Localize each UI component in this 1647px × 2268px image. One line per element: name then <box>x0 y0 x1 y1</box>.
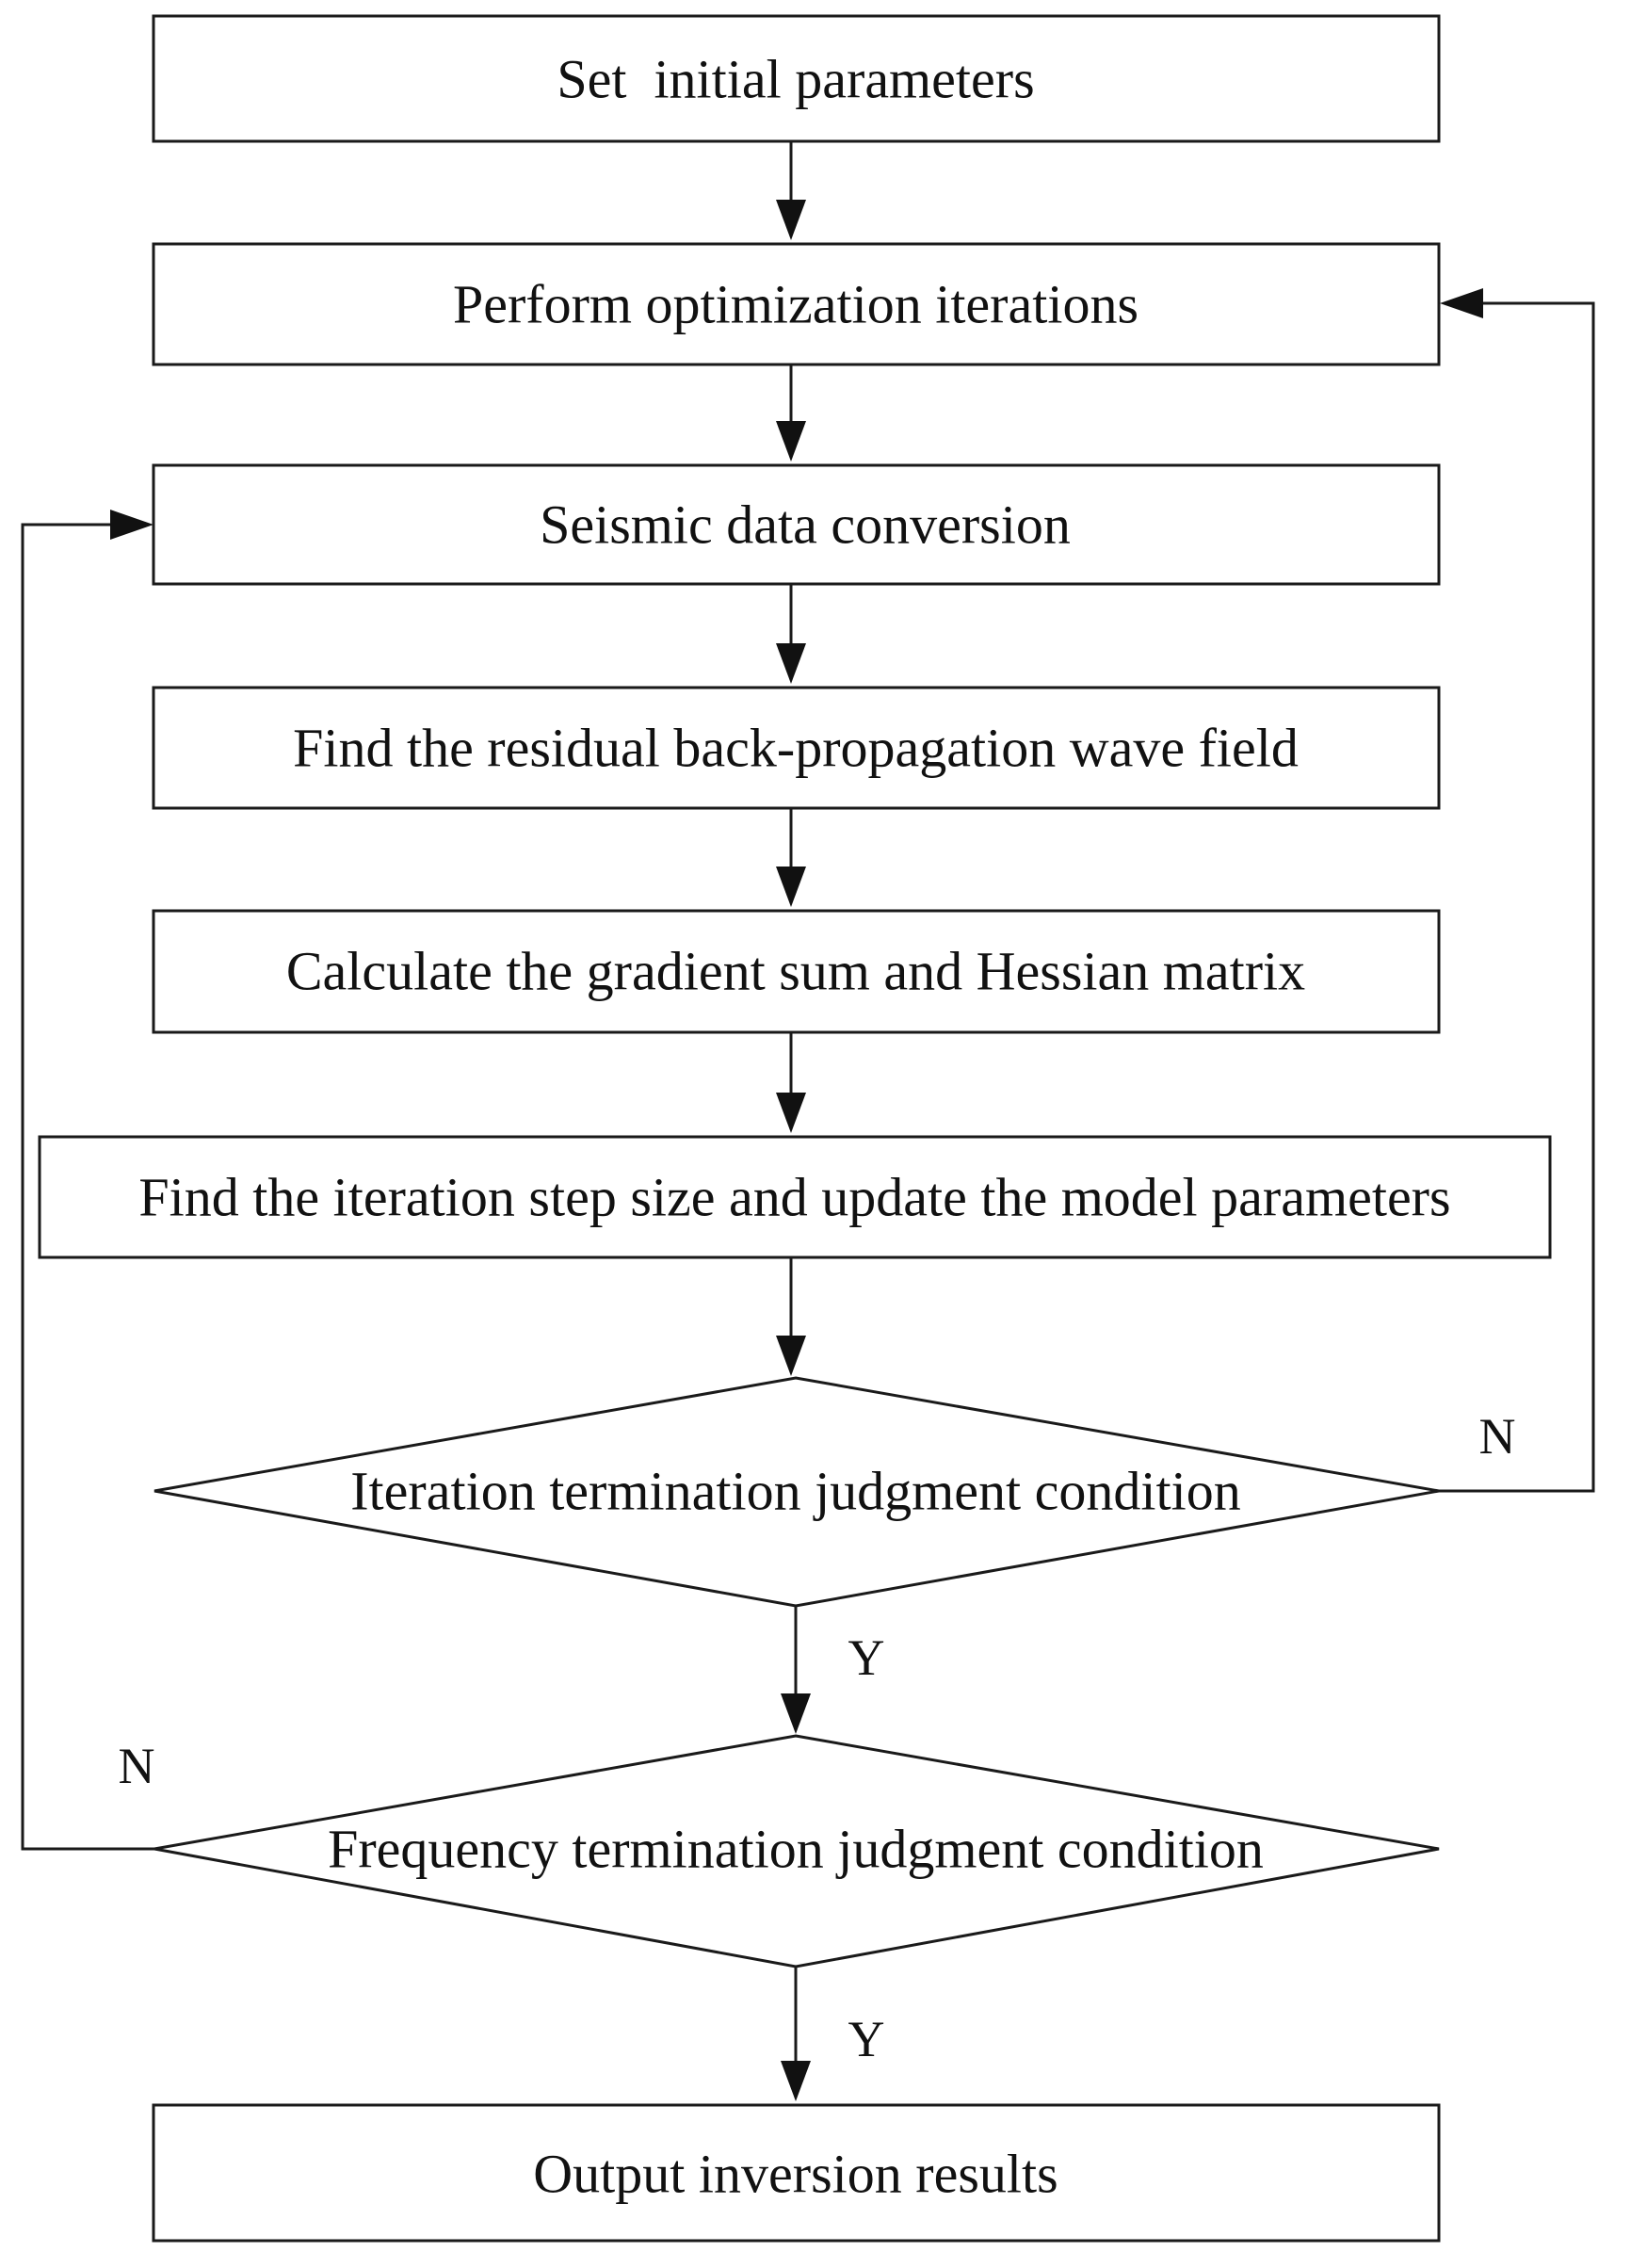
arrowhead-iter-judge <box>776 1336 806 1376</box>
node-output: Output inversion results <box>152 2103 1441 2243</box>
box-step-update <box>38 1135 1552 1259</box>
node-residual-field: Find the residual back-propagation wave … <box>152 686 1441 810</box>
edge-label-freq-yes: Y <box>848 2011 885 2067</box>
arrowhead-residual <box>776 643 806 684</box>
label-iter-judge: Iteration termination judgment condition <box>350 1461 1241 1522</box>
label-gradient-hessian: Calculate the gradient sum and Hessian m… <box>286 941 1305 1002</box>
arrowhead-step <box>776 1093 806 1133</box>
node-seismic-conv: Seismic data conversion <box>152 463 1441 586</box>
label-output: Output inversion results <box>533 2144 1058 2205</box>
label-seismic-conv: Seismic data conversion <box>540 494 1071 556</box>
arrowhead-iter-no <box>1440 288 1483 318</box>
arrowhead-perform <box>776 200 806 240</box>
node-gradient-hessian: Calculate the gradient sum and Hessian m… <box>152 909 1441 1034</box>
node-iter-judge: Iteration termination judgment condition <box>153 1376 1440 1608</box>
node-freq-judge: Frequency termination judgment condition <box>153 1734 1440 1968</box>
box-output <box>152 2103 1441 2243</box>
edge-iter-no-loop <box>1439 301 1595 1493</box>
label-step-update: Find the iteration step size and update … <box>138 1167 1450 1228</box>
box-seismic-conv <box>152 463 1441 586</box>
edge-label-iter-no: N <box>1479 1408 1516 1465</box>
diamond-iter-judge <box>153 1376 1440 1608</box>
arrowhead-freq-judge <box>781 1693 811 1734</box>
label-perform-iter: Perform optimization iterations <box>453 274 1138 335</box>
edge-label-freq-no: N <box>119 1738 155 1794</box>
node-perform-iter: Perform optimization iterations <box>152 242 1441 366</box>
box-perform-iter <box>152 242 1441 366</box>
box-residual-field <box>152 686 1441 810</box>
arrowhead-gradient <box>776 867 806 907</box>
diamond-freq-judge <box>153 1734 1440 1968</box>
arrowhead-seismic <box>776 421 806 462</box>
connectors <box>21 141 1595 2101</box>
node-step-update: Find the iteration step size and update … <box>38 1135 1552 1259</box>
node-set-params: Set initial parameters <box>152 14 1441 143</box>
arrowhead-freq-no <box>110 510 153 540</box>
label-set-params: Set initial parameters <box>557 49 1034 110</box>
box-set-params <box>152 14 1441 143</box>
edge-freq-no-loop <box>21 523 154 1851</box>
arrowhead-output <box>781 2061 811 2101</box>
box-gradient-hessian <box>152 909 1441 1034</box>
label-residual-field: Find the residual back-propagation wave … <box>293 718 1299 779</box>
edge-label-iter-yes: Y <box>848 1629 885 1686</box>
label-freq-judge: Frequency termination judgment condition <box>328 1819 1264 1880</box>
